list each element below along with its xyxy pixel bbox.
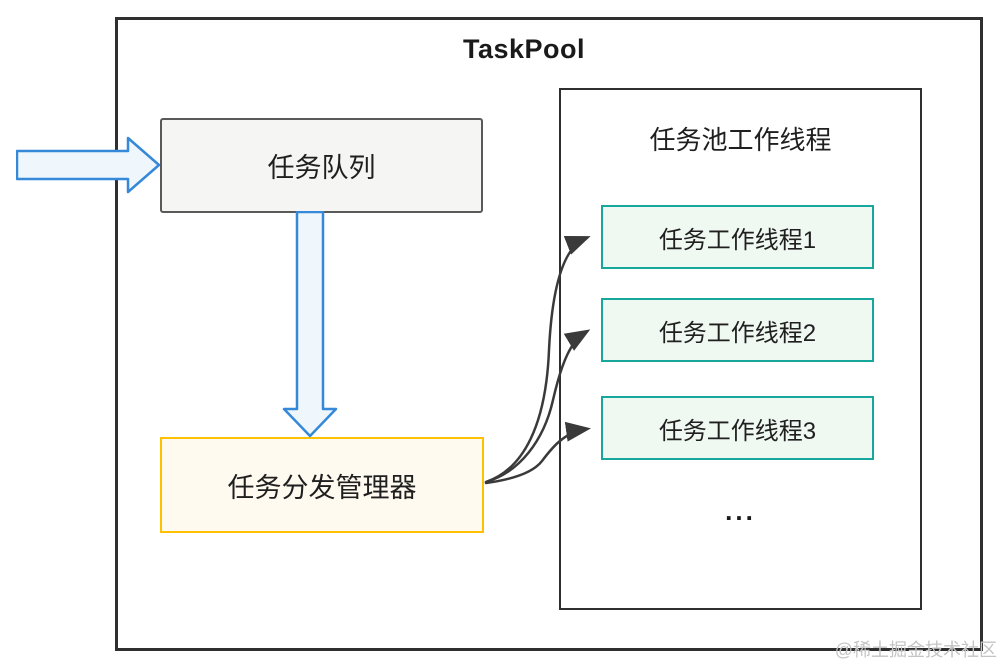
task-manager-node: 任务分发管理器	[160, 437, 484, 533]
input-arrow-icon	[16, 136, 161, 194]
task-queue-label: 任务队列	[267, 153, 376, 183]
worker-thread-label: 任务工作线程1	[658, 226, 817, 254]
task-queue-node: 任务队列	[160, 118, 483, 213]
watermark-text: @稀土掘金技术社区	[834, 640, 997, 660]
worker-thread-node-3: 任务工作线程3	[601, 396, 874, 460]
worker-thread-label: 任务工作线程2	[658, 319, 817, 347]
worker-thread-node-1: 任务工作线程1	[601, 205, 874, 269]
task-manager-label: 任务分发管理器	[227, 472, 417, 503]
more-workers-ellipsis: ...	[725, 496, 756, 526]
worker-pool-panel: 任务池工作线程 任务工作线程1 任务工作线程2 任务工作线程3 ...	[559, 88, 922, 610]
worker-thread-label: 任务工作线程3	[658, 417, 817, 445]
worker-thread-node-2: 任务工作线程2	[601, 298, 874, 362]
worker-pool-title: 任务池工作线程	[649, 125, 832, 155]
queue-to-manager-arrow-icon	[282, 211, 338, 438]
diagram-title: TaskPool	[462, 34, 586, 64]
